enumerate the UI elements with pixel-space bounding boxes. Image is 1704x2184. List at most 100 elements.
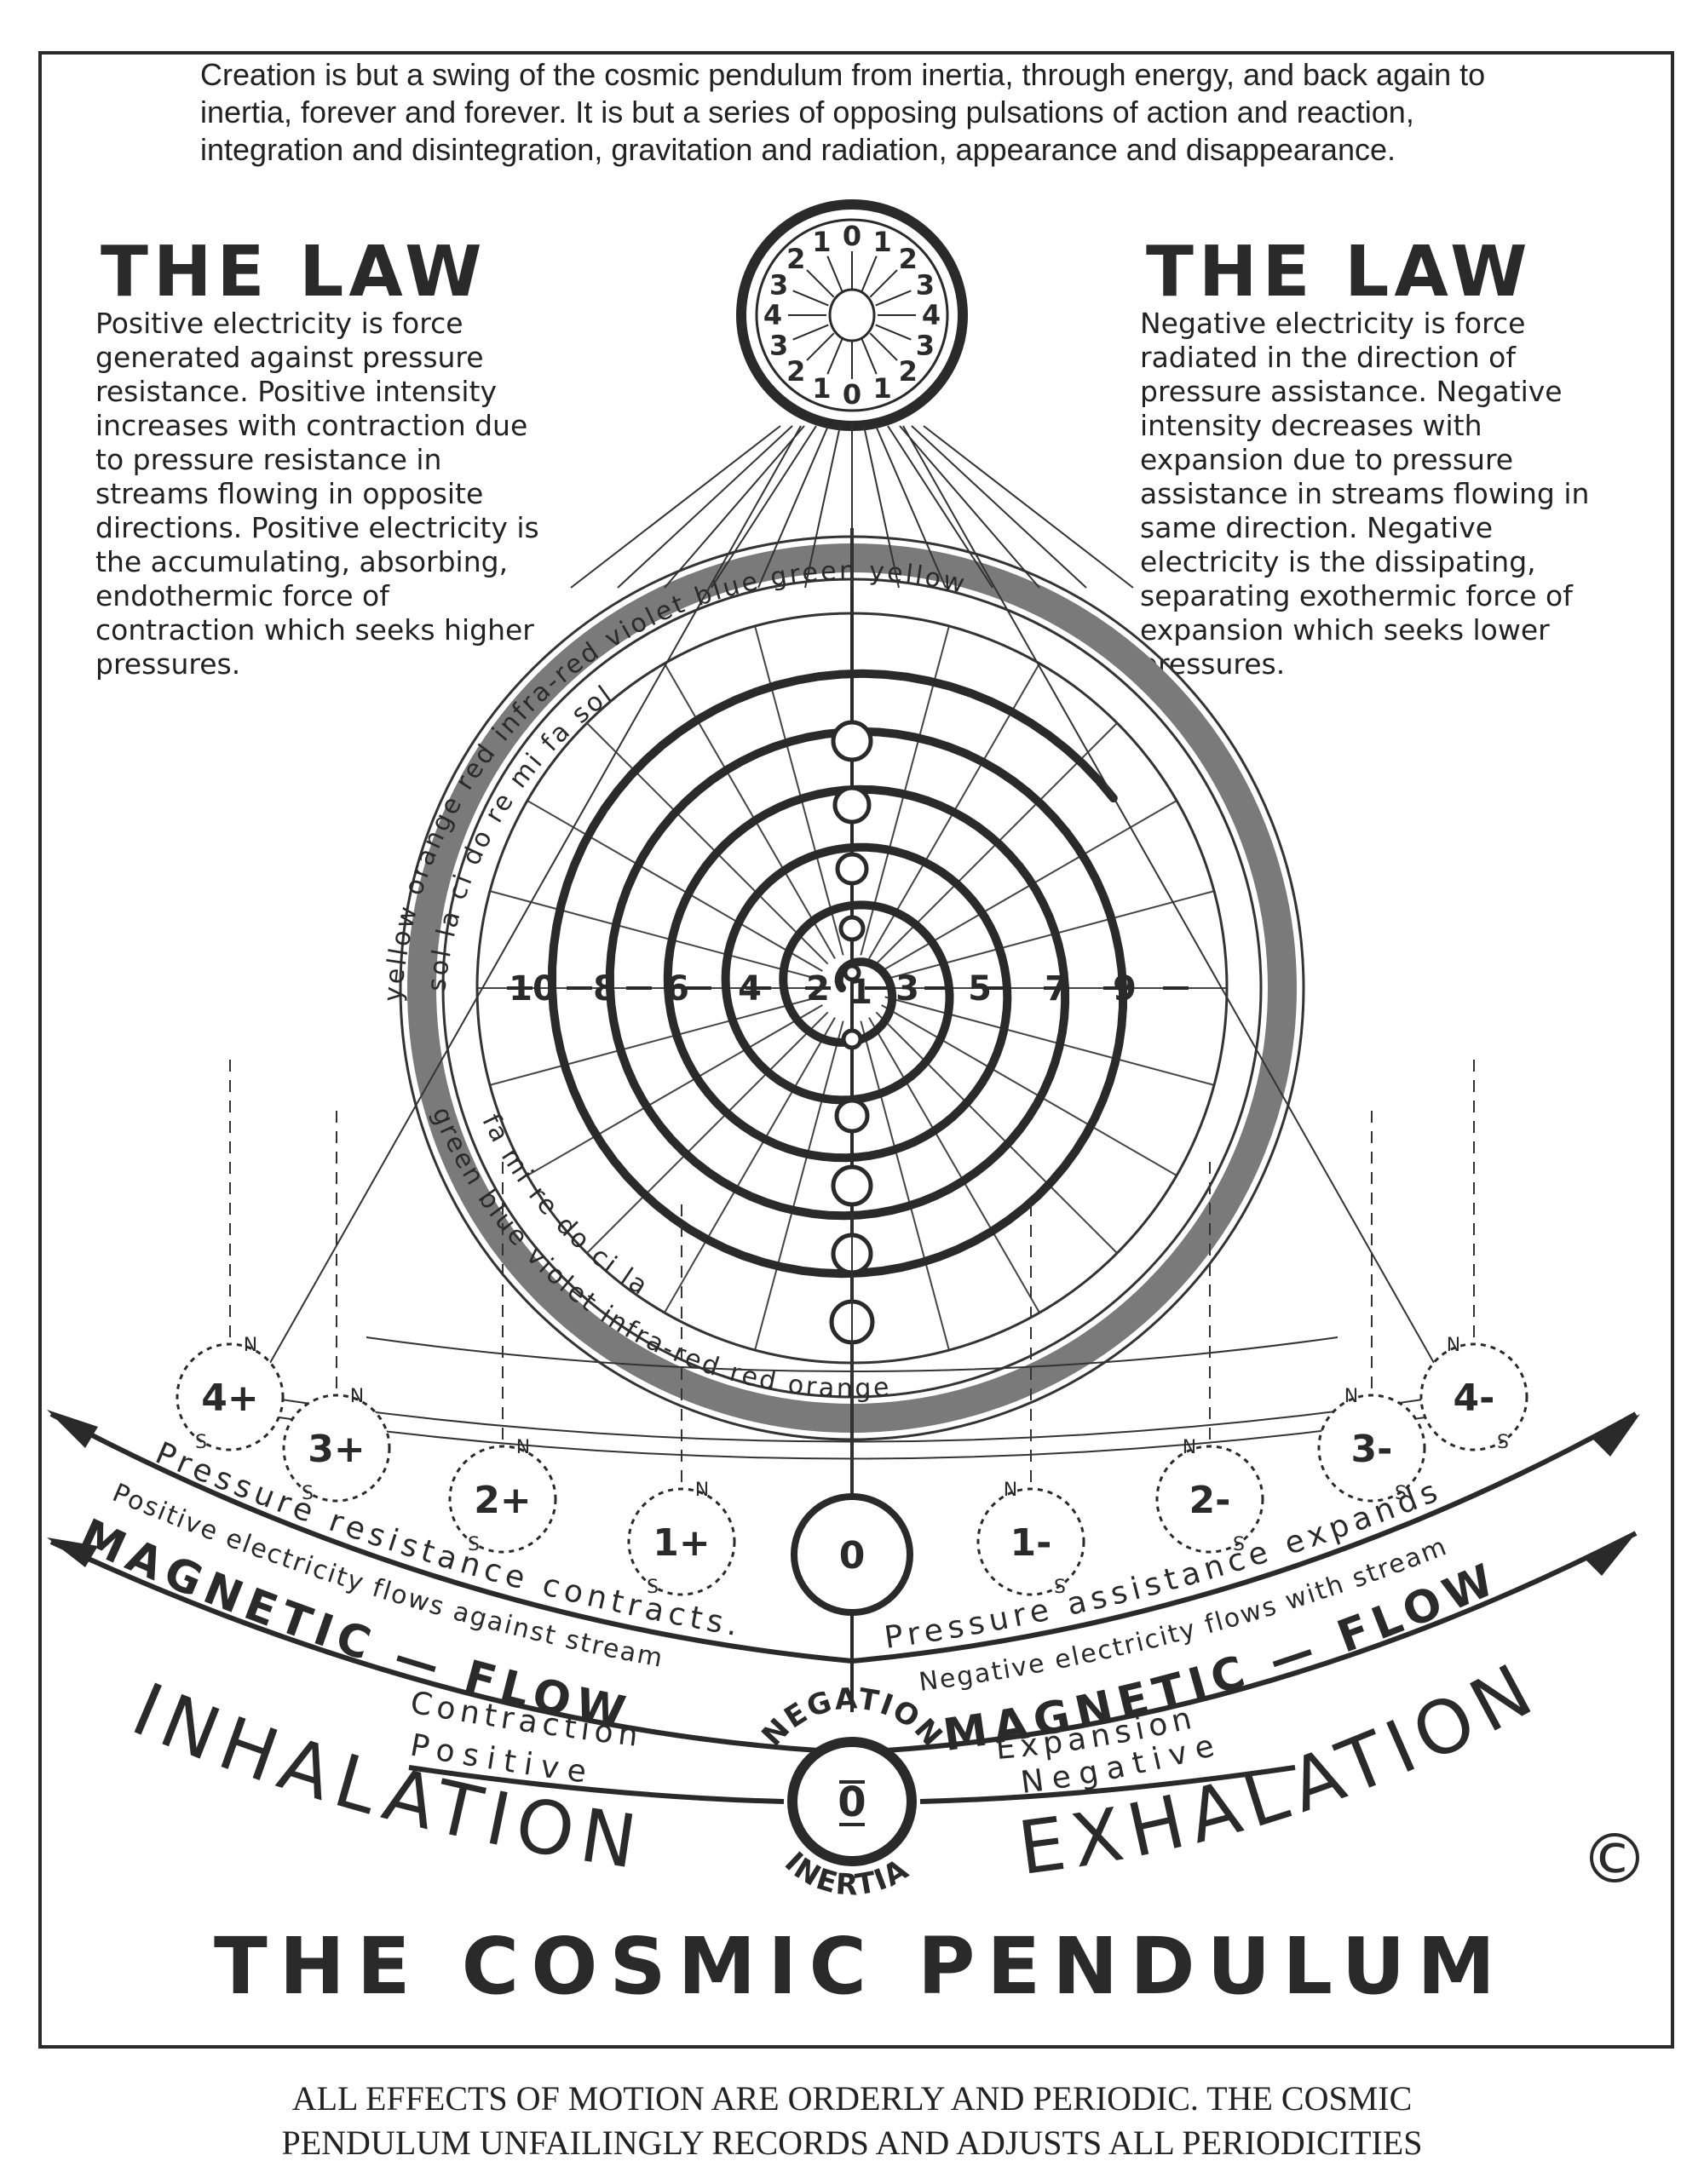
dial-number: 3 (769, 330, 788, 362)
dial-number: 0 (843, 378, 861, 411)
bob-pole-north: N (1344, 1386, 1358, 1407)
intro-paragraph: Creation is but a swing of the cosmic pe… (200, 57, 1486, 167)
inertia-zero: 0 (838, 1779, 866, 1826)
bob-label: 1+ (653, 1521, 710, 1565)
bob-pole-north: N (350, 1386, 364, 1407)
caption: ALL EFFECTS OF MOTION ARE ORDERLY AND PE… (0, 2077, 1704, 2165)
bob-pole-north: N (1447, 1335, 1460, 1356)
dial-spoke (875, 324, 912, 341)
pendulum-bob (791, 1493, 913, 1616)
dial-number: 4 (922, 299, 941, 331)
axis-bead (835, 852, 869, 886)
bob-label: 3+ (308, 1428, 365, 1471)
pendulum-bob (627, 1487, 736, 1596)
dial-number: 2 (786, 355, 805, 388)
pendulum-bob (976, 1487, 1085, 1596)
dial-spoke (826, 256, 843, 292)
dial-number: 3 (916, 268, 935, 301)
bob-label: 4- (1454, 1376, 1495, 1420)
bob-pole-south: S (1233, 1534, 1245, 1555)
axis-bead (834, 1098, 870, 1134)
bob-label: 1- (1010, 1521, 1052, 1565)
caption-line-2: PENDULUM UNFAILINGLY RECORDS AND ADJUSTS… (281, 2124, 1423, 2162)
spiral-number: 3 (895, 969, 919, 1009)
bob-pole-north: N (244, 1335, 257, 1356)
bob-pole-south: S (1497, 1432, 1509, 1453)
radial-line (664, 663, 836, 959)
radial-line (875, 1011, 1118, 1254)
dial-spoke (869, 332, 898, 361)
bob-label: 2- (1189, 1479, 1231, 1522)
bob-label: 3- (1351, 1428, 1393, 1471)
dial-fan-lines (255, 425, 1449, 1389)
radial-line (881, 1004, 1177, 1176)
pendulum-bob (1155, 1445, 1264, 1554)
law-right-text: Negative electricity is force radiated i… (1140, 307, 1590, 681)
dial-number: 2 (786, 243, 805, 275)
spiral-number: 2 (806, 969, 830, 1009)
fan-line (757, 425, 829, 589)
pendulum-bob (282, 1394, 391, 1503)
pendulum-bob (448, 1445, 557, 1554)
dial-spoke (826, 338, 843, 375)
dial-number: 1 (812, 226, 831, 258)
flow-arc-outer (49, 1411, 1638, 1664)
radial-line (489, 890, 820, 980)
dial-number: 2 (899, 243, 918, 275)
dial-spoke (806, 269, 835, 298)
dial-spoke (869, 269, 898, 298)
diagram-frame (38, 51, 1674, 2049)
arrow-right-upper (1593, 1414, 1640, 1457)
fan-line (887, 425, 993, 589)
radial-line (527, 1004, 823, 1176)
fan-line (570, 425, 781, 589)
dial-number: 4 (763, 299, 782, 331)
bob-label: 4+ (201, 1376, 258, 1420)
arrow-left-lower (47, 1537, 98, 1567)
bob-pole-south: S (1395, 1483, 1407, 1504)
spiral-number: 9 (1113, 969, 1137, 1009)
dial-number: 1 (872, 226, 891, 258)
fan-line (923, 425, 1134, 589)
caption-line-1: ALL EFFECTS OF MOTION ARE ORDERLY AND PE… (291, 2079, 1413, 2118)
radial-line (884, 996, 1215, 1086)
flow-arc-inner (408, 1765, 785, 1804)
diagram-title: THE COSMIC PENDULUM (214, 1921, 1507, 2012)
spiral-number: 4 (738, 969, 762, 1009)
fan-line (255, 425, 802, 1389)
copyright-symbol: © (1580, 1819, 1649, 1899)
bob-pole-south: S (302, 1483, 314, 1504)
fan-line (804, 425, 841, 589)
pendulum-bob (176, 1342, 285, 1451)
dial-number: 3 (916, 330, 935, 362)
radial-line (586, 1011, 829, 1254)
arrow-left-upper (47, 1410, 98, 1448)
dial-spoke (792, 290, 829, 307)
radial-line (489, 996, 820, 1086)
radial-line (868, 1017, 1040, 1313)
bob-pole-south: S (468, 1534, 480, 1555)
dial-number: 0 (843, 220, 861, 252)
bob-label: 0 (839, 1534, 866, 1578)
bob-pole-north: N (1183, 1437, 1196, 1458)
dial-spoke (875, 290, 912, 307)
law-left-text: Positive electricity is force generated … (95, 307, 539, 681)
spiral-number: 1 (849, 973, 872, 1012)
inertia-circle (787, 1737, 917, 1866)
radial-line (754, 1020, 844, 1351)
spiral-number: 7 (1045, 969, 1068, 1009)
bob-pole-north: N (695, 1480, 709, 1501)
radial-line (527, 800, 823, 972)
flow-arc-middle-right (885, 1531, 1638, 1753)
fan-line (711, 425, 817, 589)
bob-pole-south: S (647, 1577, 659, 1598)
axis-bead (831, 720, 873, 762)
radial-line (664, 1017, 836, 1313)
flow-arc-inner-right (919, 1765, 1296, 1804)
law-right-title: THE LAW (1146, 232, 1533, 313)
bob-pole-north: N (516, 1437, 530, 1458)
